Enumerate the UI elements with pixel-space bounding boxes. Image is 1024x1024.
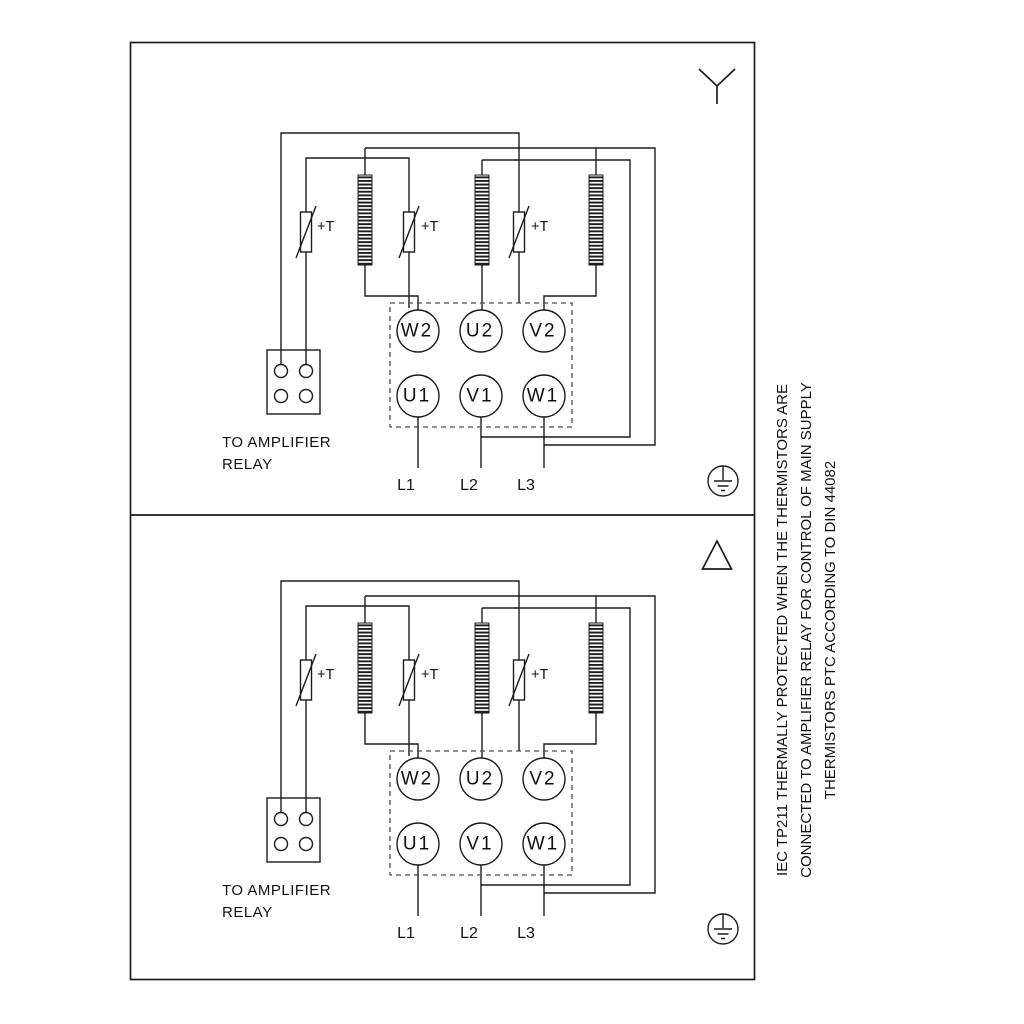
terminal-W1: [522, 822, 566, 866]
panel-star: +T +T +T W2 U2 V2 U1 V1 W1 L1 L2 L3 TO A…: [222, 68, 739, 497]
thermistor-symbol: [508, 205, 530, 259]
thermistor-label: +T: [421, 219, 438, 235]
wire: [280, 132, 520, 350]
thermistor-symbol: [398, 653, 420, 707]
terminal-label: U1: [403, 386, 431, 407]
terminal-U1: [396, 374, 440, 418]
terminal-U1: [396, 822, 440, 866]
terminal-label: V2: [529, 769, 556, 790]
thermistor-label: +T: [317, 219, 334, 235]
thermistor-symbol: [295, 653, 317, 707]
sidebar-note: IEC TP211 THERMALLY PROTECTED WHEN THE T…: [774, 382, 839, 878]
amplifier-relay-connector: [266, 349, 321, 415]
relay-note: RELAY: [222, 904, 273, 921]
terminal-label: V1: [466, 834, 493, 855]
relay-note: TO AMPLIFIER: [222, 882, 331, 899]
thermistor-label: +T: [531, 667, 548, 683]
thermistor-label: +T: [421, 667, 438, 683]
wire: [280, 798, 307, 812]
diagram-border: [129, 41, 756, 981]
motor-winding: [474, 174, 490, 266]
thermistor-label: +T: [531, 219, 548, 235]
supply-wire: [417, 865, 545, 916]
terminal-U2: [459, 757, 503, 801]
terminal-label: W1: [527, 834, 560, 855]
wire: [481, 607, 631, 886]
sidebar-note-line: IEC TP211 THERMALLY PROTECTED WHEN THE T…: [774, 384, 791, 876]
terminal-block: [389, 750, 573, 876]
supply-label: L1: [397, 925, 415, 942]
thermistor-symbol: [295, 205, 317, 259]
terminal-V1: [459, 374, 503, 418]
sidebar-note-line: THERMISTORS PTC ACCORDING TO DIN 44082: [822, 461, 839, 799]
sidebar-note-line: CONNECTED TO AMPLIFIER RELAY FOR CONTROL…: [798, 382, 815, 878]
terminal-label: V2: [529, 321, 556, 342]
supply-wire: [417, 417, 545, 468]
motor-winding: [588, 174, 604, 266]
terminal-label: U2: [466, 769, 494, 790]
relay-note: TO AMPLIFIER: [222, 434, 331, 451]
delta-icon: [701, 539, 733, 570]
terminal-W2: [396, 757, 440, 801]
terminal-label: V1: [466, 386, 493, 407]
motor-winding: [588, 622, 604, 714]
supply-label: L1: [397, 477, 415, 494]
amplifier-relay-connector: [266, 797, 321, 863]
wire: [305, 605, 410, 660]
star-icon: [698, 68, 736, 104]
terminal-V2: [522, 757, 566, 801]
thermistor-symbol: [398, 205, 420, 259]
wire: [481, 159, 631, 438]
wire: [305, 157, 410, 212]
panel-delta: +T +T +T W2 U2 V2 U1 V1 W1 L1 L2 L3 TO A…: [222, 539, 739, 945]
terminal-label: U1: [403, 834, 431, 855]
supply-label: L3: [517, 477, 535, 494]
thermistor-symbol: [508, 653, 530, 707]
supply-label: L3: [517, 925, 535, 942]
earth-ground-icon: [707, 913, 739, 945]
terminal-V1: [459, 822, 503, 866]
earth-ground-icon: [707, 465, 739, 497]
terminal-label: U2: [466, 321, 494, 342]
terminal-W2: [396, 309, 440, 353]
wire: [280, 350, 307, 364]
motor-winding: [357, 174, 373, 266]
relay-note: RELAY: [222, 456, 273, 473]
terminal-label: W2: [401, 321, 434, 342]
terminal-U2: [459, 309, 503, 353]
thermistor-label: +T: [317, 667, 334, 683]
wire: [365, 147, 656, 446]
motor-winding: [357, 622, 373, 714]
terminal-label: W1: [527, 386, 560, 407]
terminal-block: [389, 302, 573, 428]
supply-label: L2: [460, 925, 478, 942]
wire: [280, 580, 520, 798]
terminal-label: W2: [401, 769, 434, 790]
terminal-W1: [522, 374, 566, 418]
supply-label: L2: [460, 477, 478, 494]
wire: [365, 595, 656, 894]
terminal-V2: [522, 309, 566, 353]
motor-winding: [474, 622, 490, 714]
